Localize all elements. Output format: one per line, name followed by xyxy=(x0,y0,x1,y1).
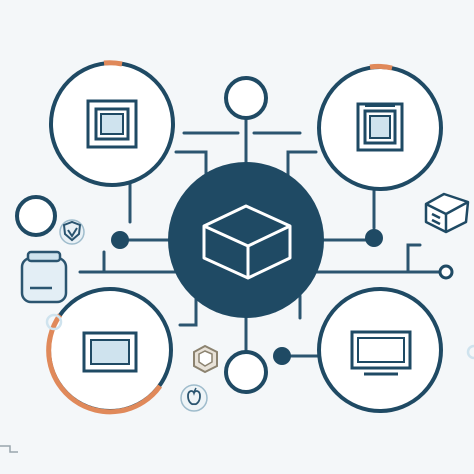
bottom-left-node xyxy=(46,287,173,415)
bottom-right-node xyxy=(317,287,443,413)
monitor-icon xyxy=(350,330,412,376)
cube-icon xyxy=(202,204,292,280)
top-left-node xyxy=(49,60,175,187)
right-junction-dot xyxy=(365,229,383,247)
accent-arc xyxy=(46,313,163,415)
square-frame-icon xyxy=(356,102,404,152)
bottom-small-node xyxy=(224,350,268,394)
square-frame-icon xyxy=(86,99,138,149)
corner-ornament xyxy=(0,445,18,453)
faint-ring-left xyxy=(45,313,63,331)
stacked-box-icon xyxy=(424,192,470,234)
left-small-ring xyxy=(15,195,57,237)
faint-ring-right xyxy=(466,344,474,360)
line-hub-to-bl xyxy=(178,294,198,327)
shield-icon xyxy=(59,219,85,245)
line-right-bracket xyxy=(406,243,422,274)
monitor-icon xyxy=(82,331,138,373)
hub-circle xyxy=(168,162,324,318)
accent-arc xyxy=(103,60,123,67)
top-small-node xyxy=(224,76,268,120)
hub-node xyxy=(168,162,324,318)
apple-icon xyxy=(180,384,208,412)
far-right-endpoint xyxy=(438,264,454,280)
connector-lines xyxy=(78,116,448,358)
left-junction-dot xyxy=(111,231,129,249)
bottom-junction-dot xyxy=(273,347,291,365)
package-icon xyxy=(193,344,218,374)
top-right-node xyxy=(317,63,443,191)
jar-icon xyxy=(20,250,68,304)
accent-arc xyxy=(369,63,393,71)
